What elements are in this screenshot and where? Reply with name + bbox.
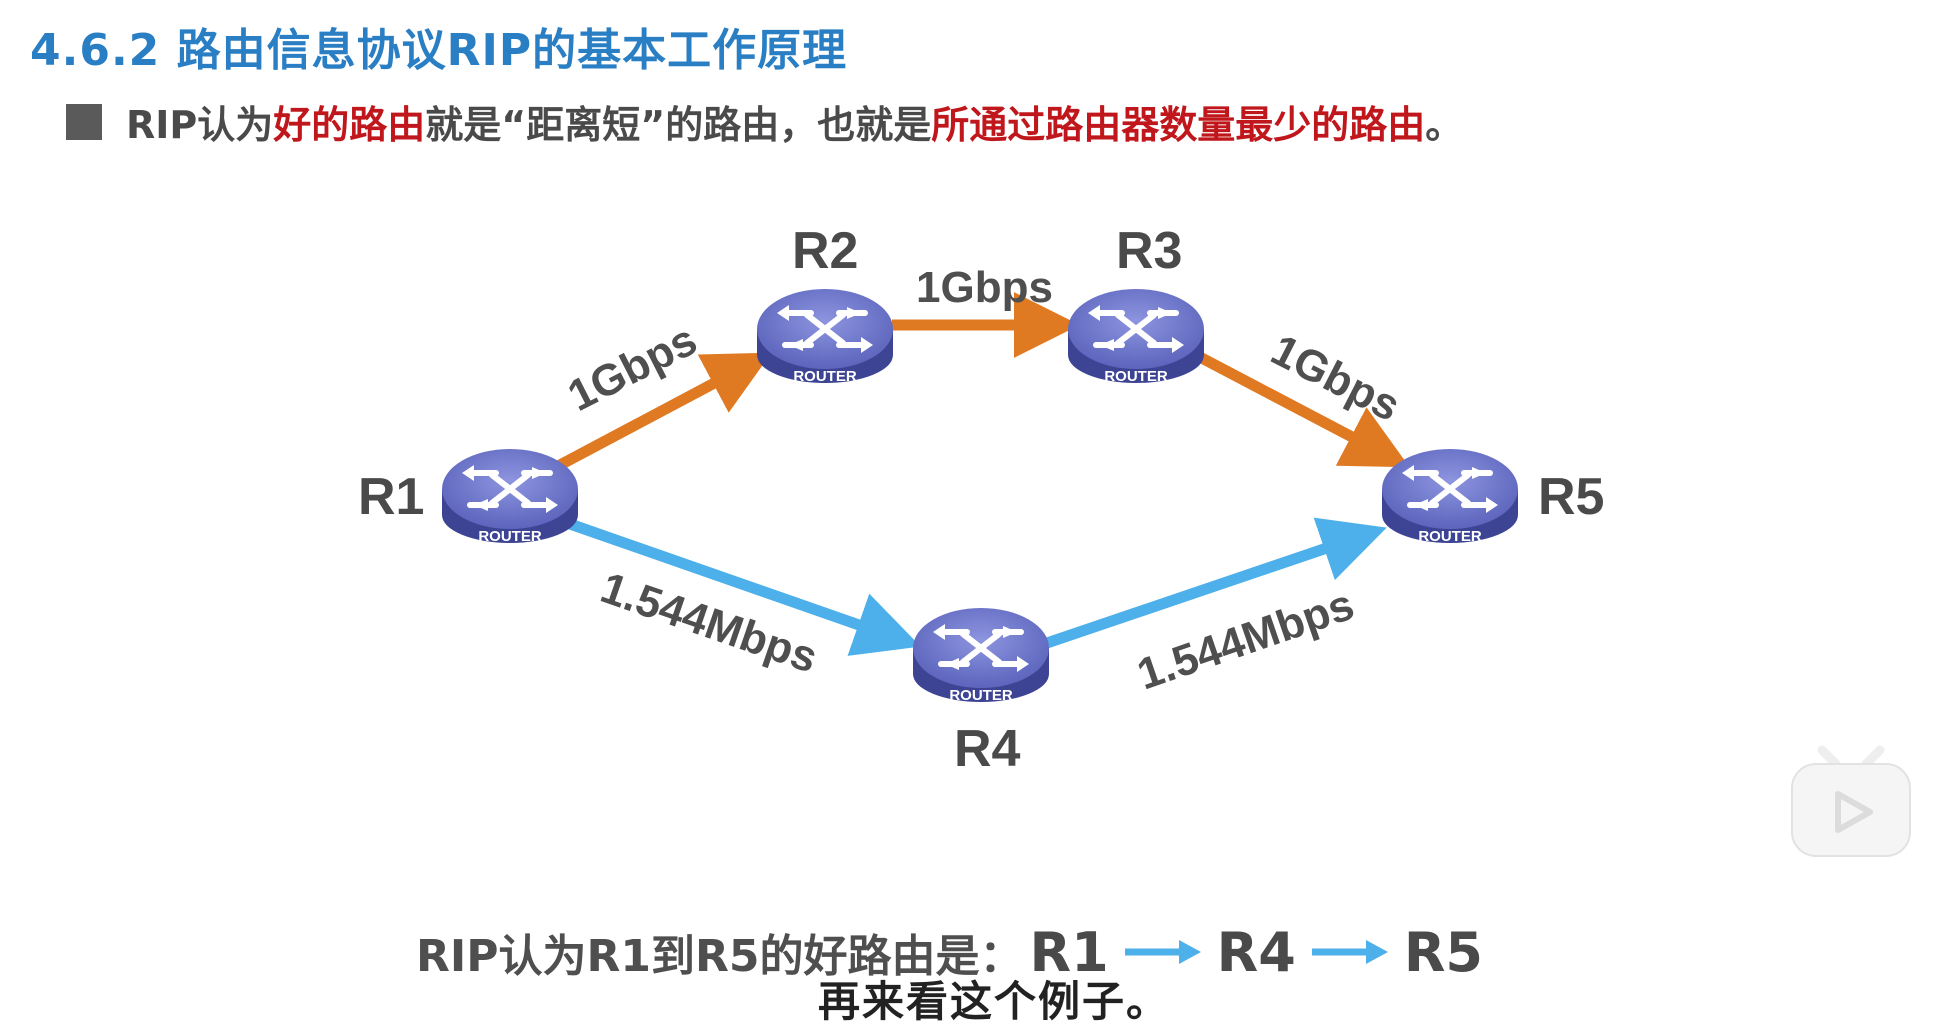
router-label-r3: R3 xyxy=(1116,222,1182,280)
conclusion-text: RIP认为R1到R5的好路由是： xyxy=(416,931,1024,982)
bullet-text-2: 就是“距离短”的路由，也就是 xyxy=(425,103,932,147)
path-node-3: R5 xyxy=(1403,920,1483,984)
router-r3-caption: ROUTER xyxy=(1104,368,1168,385)
path-arrow-icon xyxy=(1124,940,1201,964)
router-r3: ROUTER xyxy=(1068,289,1204,385)
video-subtitle: 再来看这个例子。 xyxy=(818,977,1171,1026)
link-label-r1-r4: 1.544Mbps xyxy=(595,563,824,683)
router-r5: ROUTER xyxy=(1382,449,1518,545)
bullet-highlight-good-route: 好的路由 xyxy=(273,103,426,147)
page-title: 4.6.2 路由信息协议RIP的基本工作原理 xyxy=(30,25,848,76)
path-node-2: R4 xyxy=(1216,920,1296,984)
bullet-text-1: RIP认为 xyxy=(126,103,274,147)
router-r1-caption: ROUTER xyxy=(478,528,542,545)
link-label-r3-r5: 1Gbps xyxy=(1263,325,1407,431)
link-r3-r5 xyxy=(1193,350,1410,468)
router-label-r4: R4 xyxy=(954,720,1021,778)
router-r2: ROUTER xyxy=(757,289,893,385)
router-r5-caption: ROUTER xyxy=(1418,528,1482,545)
router-r4: ROUTER xyxy=(913,608,1049,704)
path-arrow-icon xyxy=(1311,940,1388,964)
bullet-square-icon xyxy=(66,103,102,140)
video-player-widget[interactable] xyxy=(1786,742,1916,862)
router-r4-caption: ROUTER xyxy=(949,687,1013,704)
bullet-point: RIP认为好的路由就是“距离短”的路由，也就是所通过路由器数量最少的路由。 xyxy=(66,94,1463,149)
play-icon[interactable] xyxy=(1786,742,1916,862)
link-r1-r2 xyxy=(557,352,772,470)
router-r2-caption: ROUTER xyxy=(793,368,857,385)
router-label-r2: R2 xyxy=(792,222,858,280)
router-label-r1: R1 xyxy=(358,468,424,526)
bullet-text-3: 。 xyxy=(1425,103,1464,147)
link-label-r2-r3: 1Gbps xyxy=(916,263,1053,312)
bullet-highlight-fewest-routers: 所通过路由器数量最少的路由 xyxy=(931,103,1426,147)
link-r4-r5 xyxy=(1042,517,1387,650)
link-r1-r4 xyxy=(568,518,921,656)
router-label-r5: R5 xyxy=(1538,468,1604,526)
conclusion-line: RIP认为R1到R5的好路由是： R1 R4 R5 xyxy=(416,920,1489,984)
router-r1: ROUTER xyxy=(442,449,578,545)
path-node-1: R1 xyxy=(1029,920,1109,984)
